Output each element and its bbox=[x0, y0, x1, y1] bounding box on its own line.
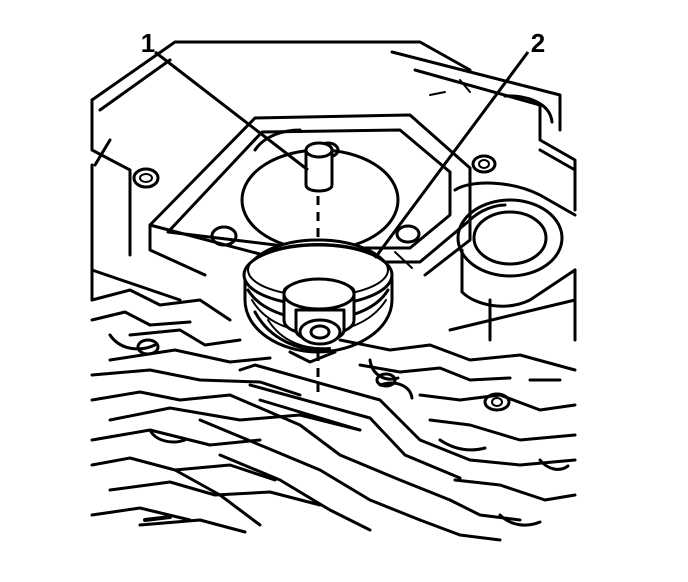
accumulator-piston bbox=[242, 238, 394, 364]
callout-2-leader bbox=[373, 51, 530, 259]
callout-1-leader bbox=[154, 50, 309, 172]
case-bolt-holes bbox=[132, 154, 497, 189]
right-cylinder-boss bbox=[453, 148, 577, 308]
callout-1-label: 1 bbox=[141, 28, 155, 58]
callout-leaders bbox=[154, 50, 530, 259]
separator-plate-outline bbox=[90, 163, 577, 342]
accumulator-pin bbox=[304, 141, 334, 193]
valve-body-passages bbox=[90, 288, 577, 542]
callout-2-label: 2 bbox=[531, 28, 545, 58]
